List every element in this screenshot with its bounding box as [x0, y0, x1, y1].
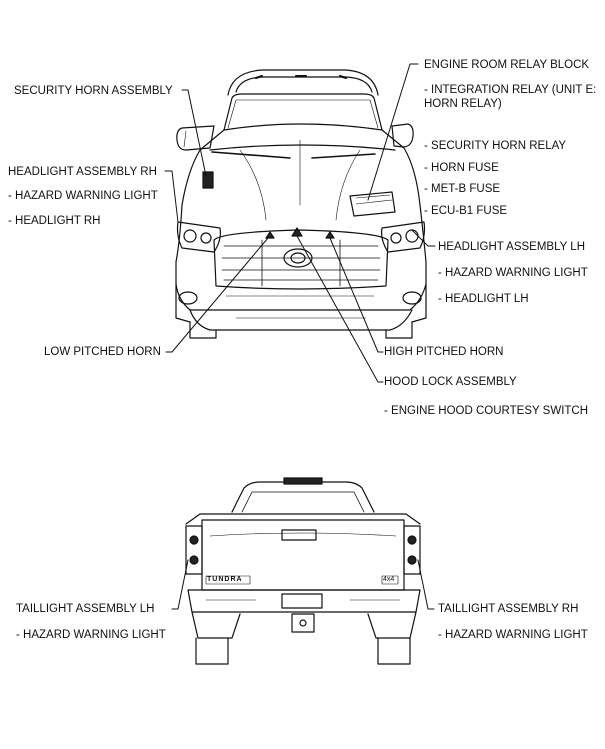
taillight-rh-item: - HAZARD WARNING LIGHT	[438, 629, 588, 641]
high-pitched-horn-label: HIGH PITCHED HORN	[384, 346, 504, 358]
taillight-lh-title: TAILLIGHT ASSEMBLY LH	[16, 603, 155, 615]
headlight-lh-item: - HEADLIGHT LH	[438, 293, 529, 305]
taillight-rh-title: TAILLIGHT ASSEMBLY RH	[438, 603, 579, 615]
truck-front-view	[175, 69, 427, 339]
taillight-lh-item: - HAZARD WARNING LIGHT	[16, 629, 166, 641]
hood-lock-assembly-item: - ENGINE HOOD COURTESY SWITCH	[384, 405, 589, 417]
low-pitched-horn-label: LOW PITCHED HORN	[44, 346, 161, 358]
headlight-lh-item: - HAZARD WARNING LIGHT	[438, 267, 588, 279]
headlight-rh-title: HEADLIGHT ASSEMBLY RH	[8, 166, 157, 178]
relay-block-item: - INTEGRATION RELAY (UNIT E: HORN RELAY)	[424, 84, 597, 110]
headlight-rh-item: - HAZARD WARNING LIGHT	[8, 190, 158, 202]
relay-block-item: - SECURITY HORN RELAY	[424, 140, 567, 152]
drive-badge-text: 4x4	[383, 576, 395, 583]
engine-room-relay-block-title: ENGINE ROOM RELAY BLOCK	[424, 59, 590, 71]
tailgate-badge-text: TUNDRA	[207, 576, 243, 583]
headlight-rh-item: - HEADLIGHT RH	[8, 215, 101, 227]
leader-lines	[164, 63, 436, 610]
truck-rear-view	[185, 477, 421, 665]
relay-block-item: - MET-B FUSE	[424, 183, 501, 195]
headlight-lh-title: HEADLIGHT ASSEMBLY LH	[438, 241, 586, 253]
relay-block-item: - ECU-B1 FUSE	[424, 205, 508, 217]
hood-lock-assembly-title: HOOD LOCK ASSEMBLY	[384, 376, 517, 388]
security-horn-assembly-label: SECURITY HORN ASSEMBLY	[14, 85, 173, 97]
relay-block-item: - HORN FUSE	[424, 162, 499, 174]
